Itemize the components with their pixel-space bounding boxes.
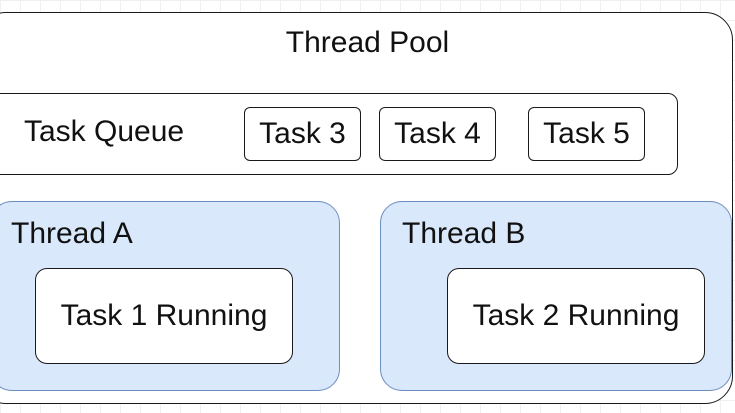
queued-task-3: Task 3	[244, 107, 361, 161]
thread-a-running-task: Task 1 Running	[35, 268, 293, 364]
thread-b-label: Thread B	[402, 217, 526, 250]
queued-task-5: Task 5	[528, 107, 645, 161]
task-queue-label: Task Queue	[24, 115, 185, 148]
queued-task-4: Task 4	[379, 107, 496, 161]
thread-a-label: Thread A	[11, 217, 133, 250]
thread-b-running-task: Task 2 Running	[447, 268, 705, 364]
thread-pool-title: Thread Pool	[285, 26, 450, 59]
